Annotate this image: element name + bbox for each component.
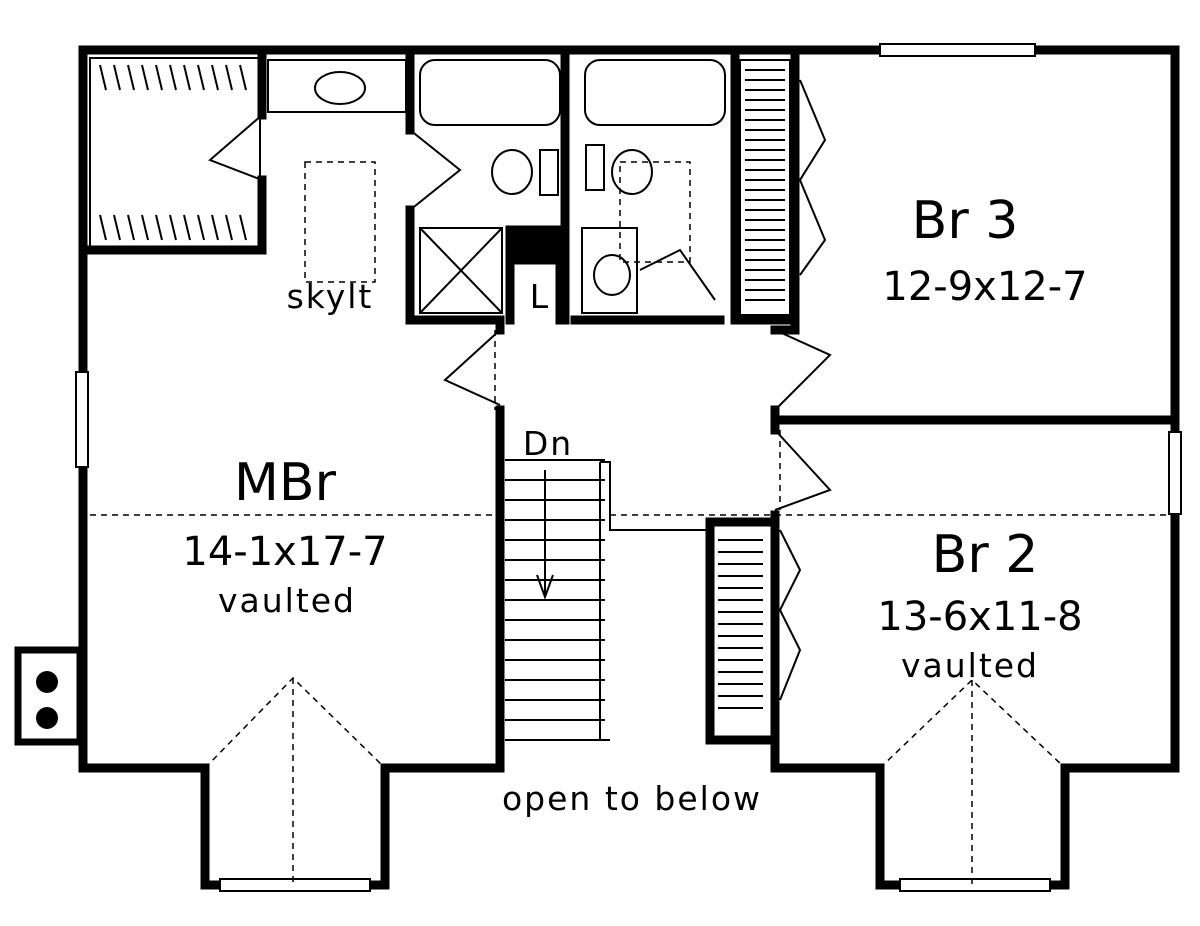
br2-size: 13-6x11-8 (877, 594, 1082, 640)
stairs-down-label: Dn (523, 424, 573, 463)
mbr-size: 14-1x17-7 (182, 529, 387, 575)
br3-size: 12-9x12-7 (882, 264, 1087, 310)
br3-name: Br 3 (912, 191, 1019, 251)
staircase[interactable] (505, 459, 710, 741)
bathroom-fixtures (267, 59, 726, 314)
doors (208, 79, 832, 701)
open-to-below-label: open to below (502, 779, 762, 818)
mbr-note: vaulted (218, 581, 356, 620)
skylight-label: skylt (287, 277, 374, 316)
br2-name: Br 2 (932, 525, 1039, 585)
down-arrow-icon (536, 470, 554, 600)
skylight-outline (304, 161, 376, 283)
ceiling-lines (90, 514, 1170, 885)
linen-label: L (530, 277, 550, 316)
mbr-name: MBr (234, 453, 337, 513)
br2-note: vaulted (901, 646, 1039, 685)
windows (75, 43, 1182, 892)
chimney (14, 646, 84, 746)
interior-walls (85, 50, 1180, 745)
closets (89, 57, 791, 709)
